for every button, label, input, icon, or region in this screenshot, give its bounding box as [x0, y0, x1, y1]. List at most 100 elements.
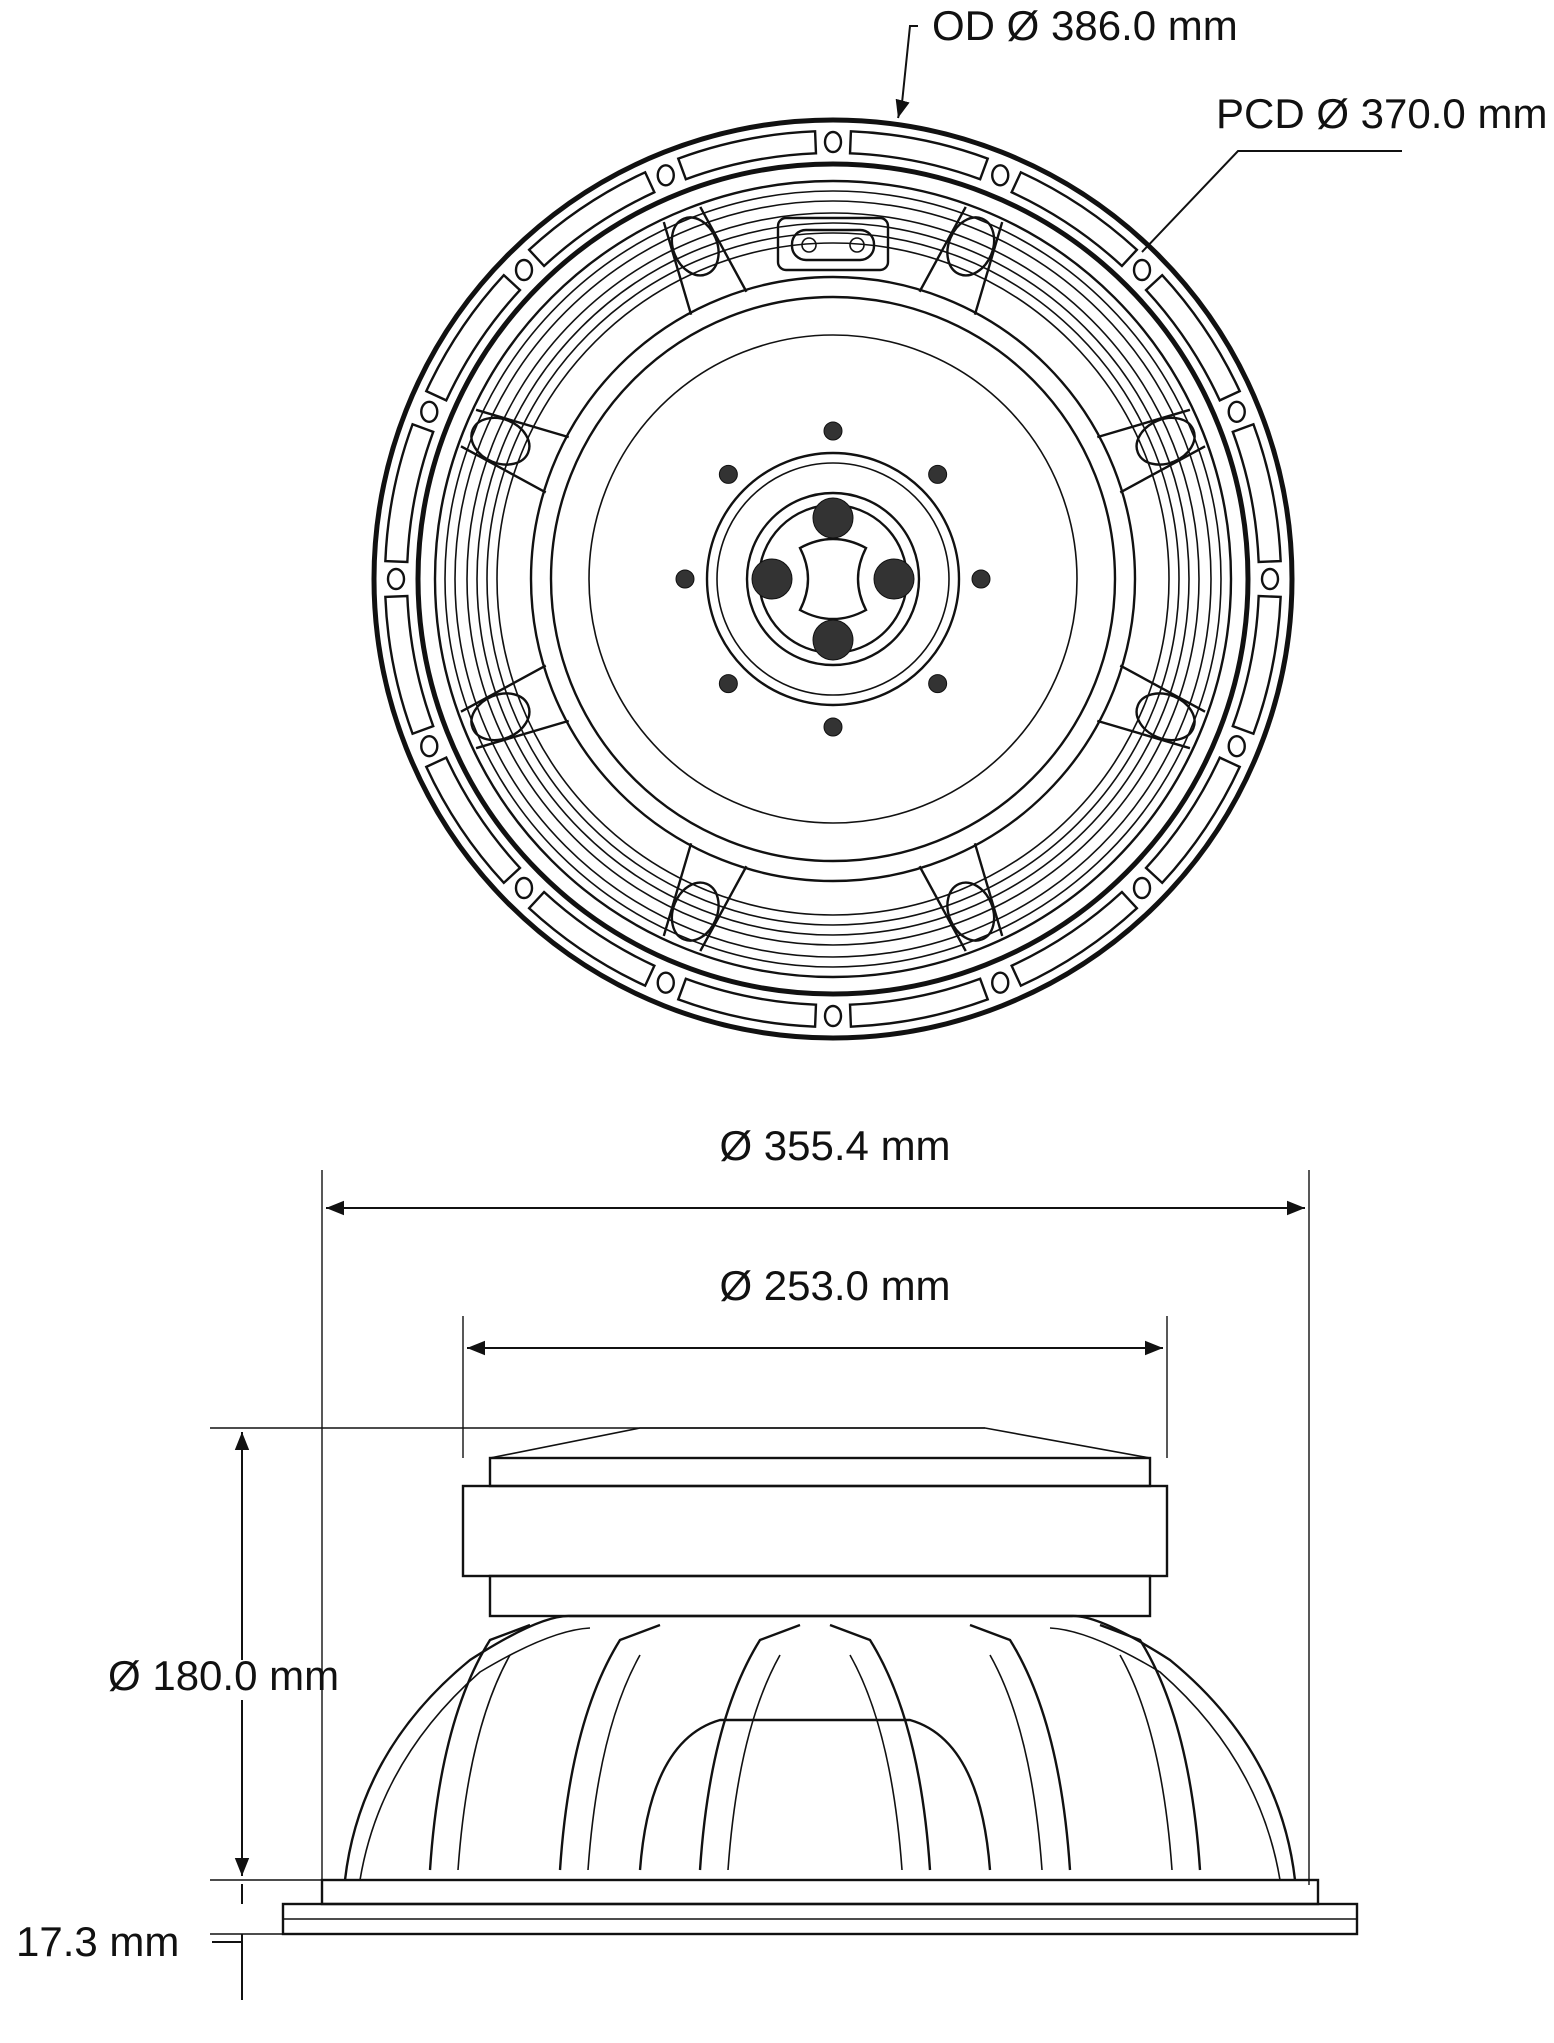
vent [873, 558, 915, 600]
rim-slot [848, 977, 990, 1028]
magnet-diameter-label: Ø 253.0 mm [719, 1262, 950, 1309]
mount-hole [1132, 258, 1152, 282]
center-window [638, 1718, 992, 1871]
cone-ring [476, 222, 1190, 936]
pole-bolts [675, 421, 991, 737]
vent [751, 558, 793, 600]
basket-leg-inner [457, 1654, 511, 1871]
magnet-cap [489, 1427, 1151, 1459]
mount-holes [386, 130, 1280, 1028]
flange-thickness-dimension [210, 1884, 283, 2000]
basket-leg [969, 1623, 1072, 1871]
vent [812, 619, 854, 661]
rim-slot [1010, 890, 1139, 988]
spoke-pad [470, 692, 531, 742]
spoke [918, 206, 1004, 316]
vent-grilles [751, 497, 915, 661]
bolt [718, 464, 738, 484]
basket-leg [558, 1623, 661, 1871]
mount-hole [1132, 876, 1152, 900]
basket-leg [829, 1623, 932, 1871]
pcd-leader [1141, 150, 1402, 253]
depth-label: Ø 180.0 mm [108, 1652, 339, 1699]
front-view [371, 117, 1295, 1041]
bolt [928, 464, 948, 484]
rim-slot [1231, 594, 1282, 736]
top-plate [488, 1456, 1152, 1488]
mount-hole [823, 1004, 843, 1028]
mount-hole [656, 164, 675, 187]
frame-diameter-label: Ø 355.4 mm [719, 1122, 950, 1169]
mount-hole [991, 971, 1010, 994]
spoke [1096, 408, 1206, 494]
basket-leg-inner [587, 1654, 641, 1871]
spoke-pad [1135, 692, 1196, 742]
spoke-pad [670, 216, 720, 277]
pcd-label: PCD Ø 370.0 mm [1216, 90, 1547, 137]
cone-ring [486, 232, 1180, 926]
rim-slot [384, 422, 435, 564]
side-view [281, 1427, 1359, 1936]
bolt [971, 569, 991, 589]
bolt [718, 674, 738, 694]
rim-slot [1144, 273, 1242, 402]
basket-legs [428, 1623, 1202, 1871]
mount-hole [656, 971, 675, 994]
spoke [662, 206, 748, 316]
rim-slot [1144, 756, 1242, 885]
basket-leg-inner [989, 1654, 1043, 1871]
cone-ring [444, 190, 1222, 968]
od-leader [895, 25, 918, 119]
mount-hole [420, 400, 439, 423]
rim-slots [384, 130, 1282, 1028]
rim-slot [424, 756, 522, 885]
frame-spokes [460, 206, 1206, 952]
vent [812, 497, 854, 539]
spoke-pad [1135, 416, 1196, 466]
terminal-block [776, 216, 890, 272]
rim-slot [848, 130, 990, 181]
mount-hole [991, 164, 1010, 187]
rim-slot [676, 977, 818, 1028]
bolt [675, 569, 695, 589]
spoke [460, 408, 570, 494]
mount-hole [420, 735, 439, 758]
cone-rings [444, 190, 1222, 968]
mount-hole [1260, 567, 1280, 591]
spoke [918, 842, 1004, 952]
rim-slot [1010, 170, 1139, 268]
spoke [460, 664, 570, 750]
spoke [662, 842, 748, 952]
spoke-pad [670, 881, 720, 942]
cone-ring [454, 200, 1212, 958]
rim-slot [527, 170, 656, 268]
spoke-pad [470, 416, 531, 466]
basket-leg [1099, 1623, 1202, 1871]
bolt [928, 674, 948, 694]
rim-slot [676, 130, 818, 181]
basket-leg-inner [1119, 1654, 1173, 1871]
magnet-outer [529, 275, 1137, 883]
bolt [823, 717, 843, 737]
rim-slot [384, 594, 435, 736]
spoke-pad [946, 881, 996, 942]
magnet-diameter-dimension [462, 1316, 1168, 1458]
mount-hole [1227, 735, 1246, 758]
mount-hole [386, 567, 406, 591]
basket-leg-inner [727, 1654, 781, 1871]
rim-slot [1231, 422, 1282, 564]
mount-hole [514, 876, 534, 900]
mount-hole [823, 130, 843, 154]
inner-rim [415, 161, 1251, 997]
basket-outline [343, 1614, 1297, 1881]
flange-thickness-label: 17.3 mm [16, 1918, 179, 1965]
spoke [1096, 664, 1206, 750]
pole-piece [675, 421, 991, 737]
bolt [823, 421, 843, 441]
magnet-plate [549, 295, 1117, 863]
basket-leg-inner [849, 1654, 903, 1871]
basket-leg [428, 1623, 531, 1871]
depth-dimension [210, 1427, 985, 1881]
spoke-pad [946, 216, 996, 277]
